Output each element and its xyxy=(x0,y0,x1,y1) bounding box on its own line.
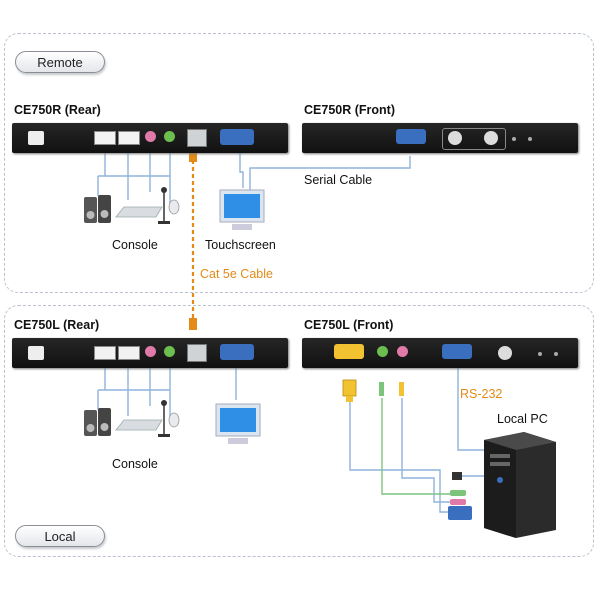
rs232-port xyxy=(396,129,426,144)
rj45-port-icon xyxy=(187,344,207,362)
local-console-peripherals xyxy=(84,400,180,437)
audio-port-green xyxy=(377,346,388,357)
pc-tower-icon xyxy=(484,432,556,538)
ce750r-rear-device xyxy=(12,123,288,153)
led-local xyxy=(554,352,558,356)
cpu-vga-port xyxy=(334,344,364,359)
serial-cable-label: Serial Cable xyxy=(304,173,373,187)
audio-port-pink xyxy=(397,346,408,357)
ce750l-rear-device xyxy=(12,338,288,368)
usb-port-2 xyxy=(118,346,140,360)
power-jack xyxy=(28,346,44,360)
power-jack xyxy=(28,131,44,145)
remote-zone xyxy=(4,33,594,293)
speaker-icon xyxy=(84,410,97,436)
ce750l-front-title: CE750L (Front) xyxy=(304,318,394,332)
audio-port-pink xyxy=(145,131,156,142)
speaker-icon xyxy=(98,408,111,436)
speaker-icon xyxy=(84,197,97,223)
touchscreen-icon xyxy=(219,189,265,230)
local-zone-label: Local xyxy=(15,525,105,547)
compensation-knob-1 xyxy=(448,131,462,145)
remote-console-peripherals xyxy=(84,187,180,224)
audio-plug-icon xyxy=(379,382,404,396)
monitor-icon xyxy=(215,403,261,444)
rs232-label: RS-232 xyxy=(460,387,503,401)
rs232-wire xyxy=(457,366,488,451)
vga-port xyxy=(220,344,254,360)
led-remote xyxy=(528,137,532,141)
remote-console-wires xyxy=(97,152,171,205)
usb-port-1 xyxy=(94,346,116,360)
mouse-icon xyxy=(168,412,180,428)
picture-compensation-panel xyxy=(442,128,506,150)
serial-cable-line xyxy=(249,156,411,195)
usb-port-2 xyxy=(118,131,140,145)
local-console-wires xyxy=(97,368,171,420)
remote-zone-label: Remote xyxy=(15,51,105,73)
keyboard-icon xyxy=(115,419,163,431)
microphone-icon xyxy=(158,187,170,224)
local-pc-label: Local PC xyxy=(497,412,548,426)
pc-vga-plug xyxy=(448,506,472,520)
touchscreen-vga-wire xyxy=(239,152,244,188)
keyboard-icon xyxy=(115,206,163,218)
speaker-icon xyxy=(98,195,111,223)
local-audio-green-wire xyxy=(381,398,450,495)
ce750r-front-device xyxy=(302,123,578,153)
ce750r-front-title: CE750R (Front) xyxy=(304,103,395,117)
usb-port-1 xyxy=(94,131,116,145)
audio-port-green xyxy=(164,131,175,142)
rs232-port xyxy=(442,344,472,359)
rj45-plug-bottom xyxy=(189,318,197,330)
console-local-label: Console xyxy=(112,457,158,471)
cat5e-cable-label: Cat 5e Cable xyxy=(200,267,273,281)
audio-port-green xyxy=(164,346,175,357)
local-zone xyxy=(4,305,594,557)
compensation-knob-2 xyxy=(484,131,498,145)
ce750l-front-device xyxy=(302,338,578,368)
ce750l-rear-title: CE750L (Rear) xyxy=(14,318,100,332)
led-link xyxy=(512,137,516,141)
auto-mode-button xyxy=(498,346,512,360)
led-remote xyxy=(538,352,542,356)
audio-port-pink xyxy=(145,346,156,357)
ce750r-rear-title: CE750R (Rear) xyxy=(14,103,101,117)
microphone-icon xyxy=(158,400,170,437)
local-vga-wire xyxy=(349,400,452,513)
local-audio-pink-wire xyxy=(401,398,452,503)
touchscreen-label: Touchscreen xyxy=(205,238,276,252)
pc-audio-plugs xyxy=(450,490,466,505)
vga-connector-icon xyxy=(342,379,357,402)
rj45-port-icon xyxy=(187,129,207,147)
console-remote-label: Console xyxy=(112,238,158,252)
mouse-icon xyxy=(168,199,180,215)
vga-port xyxy=(220,129,254,145)
usb-plug-icon xyxy=(452,472,462,480)
rj45-plug-top xyxy=(189,150,197,162)
